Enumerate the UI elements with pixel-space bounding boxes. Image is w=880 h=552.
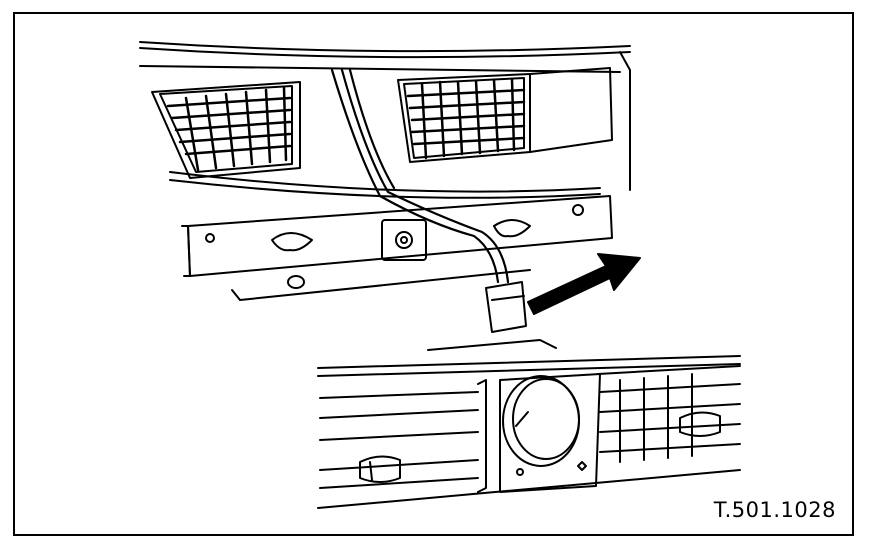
- figure-reference-code: T.501.1028: [713, 498, 836, 522]
- pointer-arrow: [527, 253, 641, 315]
- left-air-vent: [151, 81, 301, 179]
- wiring-harness: [330, 68, 510, 284]
- electrical-connector: [485, 281, 527, 333]
- right-air-vent: [397, 67, 613, 163]
- lower-instrument-panel: [317, 339, 741, 509]
- mounting-bracket: [181, 195, 613, 301]
- figure-frame: [13, 12, 854, 536]
- upper-dashboard-outline: [139, 41, 631, 199]
- switch-block-right: [679, 411, 721, 437]
- switch-block-left: [359, 455, 401, 483]
- gauge: [502, 375, 587, 476]
